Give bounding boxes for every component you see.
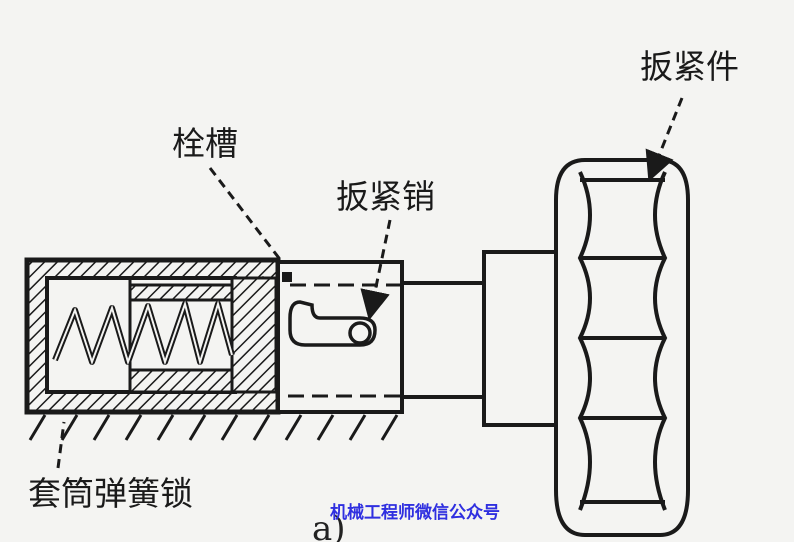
label-keyway: 栓槽 (172, 124, 238, 163)
ground-hatching (28, 414, 399, 441)
clamp-knob (554, 158, 690, 537)
subfigure-label: a) (312, 509, 346, 542)
shaft (400, 281, 486, 399)
label-clamp-pin: 扳紧销 (336, 177, 435, 216)
label-clamp-member: 扳紧件 (640, 47, 739, 86)
hub (482, 250, 560, 427)
clamp-pin-circle (348, 321, 372, 345)
watermark: 机械工程师微信公众号 (330, 502, 500, 523)
sleeve-housing (24, 257, 281, 415)
keyway-slot (288, 300, 377, 347)
leader-lines (56, 97, 684, 469)
label-sleeve-spring-lock: 套筒弹簧锁 (28, 474, 193, 513)
